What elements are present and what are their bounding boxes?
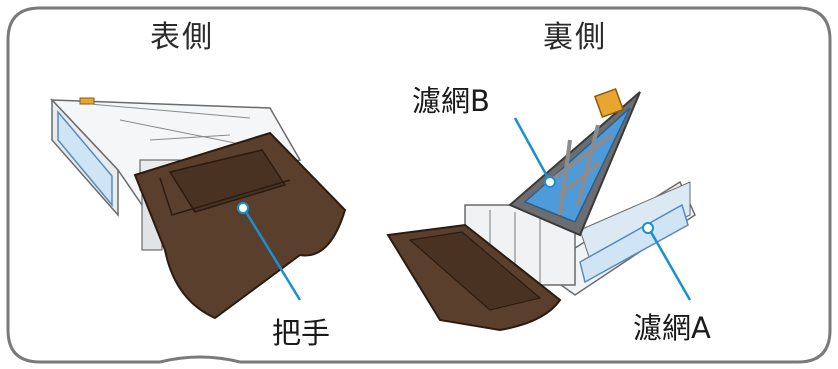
heading-front: 表側 xyxy=(150,20,214,55)
label-filter-b: 濾網B xyxy=(412,84,490,118)
handle-leader xyxy=(244,211,302,301)
handle-part xyxy=(133,131,347,320)
frame-notch xyxy=(159,355,241,364)
filter-a-dot xyxy=(642,222,654,234)
filter-b-tab xyxy=(593,87,625,119)
front-latch xyxy=(79,97,95,105)
filter-b-panel xyxy=(508,87,641,237)
handle-dot xyxy=(237,202,249,214)
back-cover xyxy=(386,223,562,332)
heading-back: 裏側 xyxy=(543,20,607,55)
filter-b-leader xyxy=(513,117,550,179)
outer-frame xyxy=(6,6,832,364)
filter-b-dot xyxy=(544,176,556,188)
label-filter-a: 濾網A xyxy=(633,311,711,345)
front-filter-window xyxy=(57,109,113,208)
filter-a-leader xyxy=(649,231,692,301)
label-handle: 把手 xyxy=(272,316,331,350)
